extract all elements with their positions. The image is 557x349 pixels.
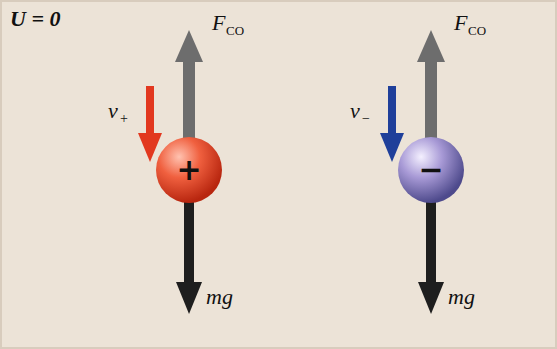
velocity-subscript: + [120,112,128,126]
force-subscript: CO [226,24,244,37]
gravity-label: mg⃗ [448,286,492,308]
force-arrow [175,30,203,140]
charge-sign: − [397,136,465,204]
sphere-body [398,137,464,203]
negative-charge: − [397,136,465,204]
gravity-arrow [418,200,444,314]
gravity-arrow [176,200,202,314]
voltage-label: U = 0 [10,8,60,30]
charge-sign: + [155,136,223,204]
velocity-arrow [380,86,404,162]
gravity-label: mg⃗ [206,286,250,308]
velocity-arrow [138,86,162,162]
positive-charge: + [155,136,223,204]
force-arrow [417,30,445,140]
sphere-body [156,137,222,203]
force-subscript: CO [468,24,486,37]
velocity-subscript: − [362,112,370,126]
